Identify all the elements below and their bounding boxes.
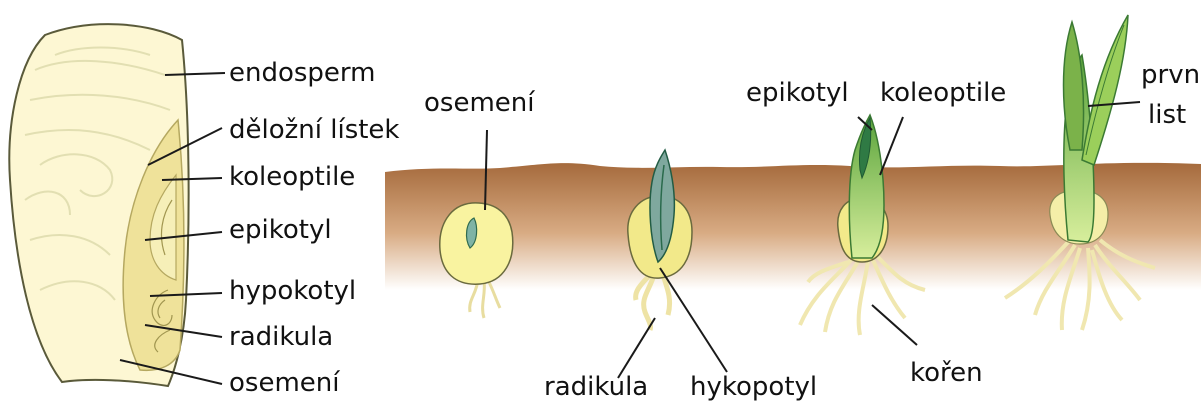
label-stage3-epicotyl: epikotyl [746, 78, 849, 108]
label-cotyledon: děložní lístek [229, 115, 400, 145]
stage1-seed-body [440, 203, 513, 284]
label-seed-coat: osemení [229, 368, 339, 398]
label-stage4-first-leaf-line2: list [1148, 100, 1186, 130]
label-radicle: radikula [229, 322, 333, 352]
label-coleoptile: koleoptile [229, 162, 355, 192]
label-endosperm: endosperm [229, 58, 376, 88]
label-epicotyl: epikotyl [229, 215, 332, 245]
label-stage4-first-leaf-line1: první [1141, 60, 1201, 90]
stage2-radicle-leader [618, 318, 655, 378]
label-hypocotyl: hypokotyl [229, 276, 356, 306]
seed-cross-section [9, 24, 225, 386]
label-stage1-seed-coat: osemení [424, 88, 534, 118]
stage4-leaf-left [1064, 22, 1084, 150]
label-stage2-hypocotyl: hykopotyl [690, 372, 817, 402]
stage3-root-leader [872, 305, 917, 345]
label-stage3-root: kořen [910, 358, 983, 388]
label-stage3-coleoptile: koleoptile [880, 78, 1006, 108]
stage3-coleoptile-leader [880, 117, 903, 175]
label-stage2-radicle: radikula [544, 372, 648, 402]
